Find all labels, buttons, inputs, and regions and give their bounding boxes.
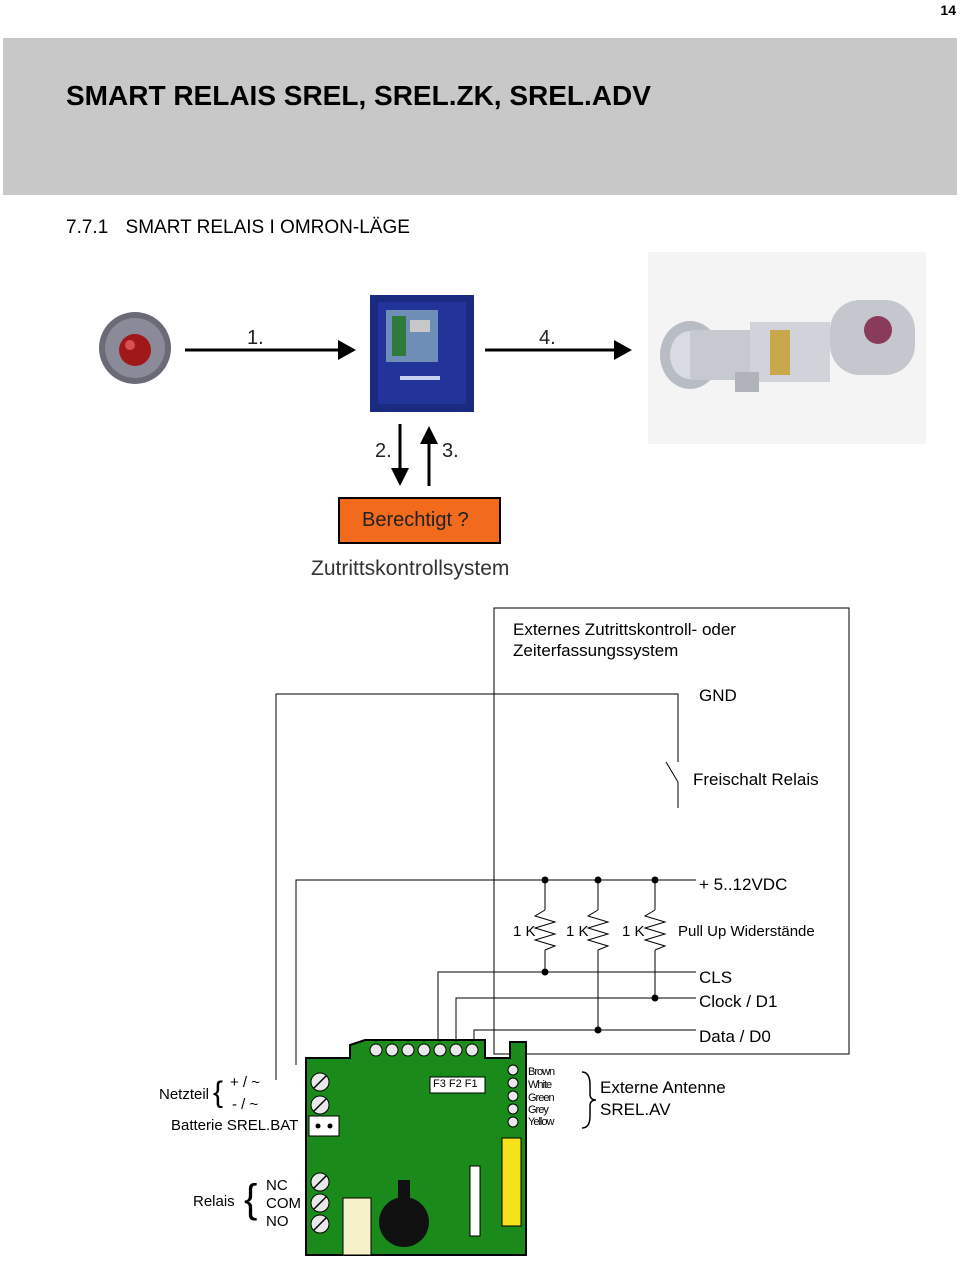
relay-board (305, 1039, 527, 1256)
antenna-label-1: Externe Antenne (600, 1078, 726, 1097)
relais-no-label: NO (266, 1213, 289, 1230)
power-minus-label: - / ~ (232, 1096, 259, 1113)
antenna-label-2: SREL.AV (600, 1100, 671, 1119)
relais-brace: { (244, 1177, 258, 1221)
battery-label: Batterie SREL.BAT (171, 1117, 299, 1134)
clock-label: Clock / D1 (699, 992, 778, 1011)
step-4-label: 4. (539, 327, 556, 349)
relais-label: Relais (193, 1193, 235, 1210)
page-number: 14 (940, 2, 956, 18)
section-number: 7.7.1 (66, 217, 109, 238)
antenna-brace (581, 1071, 597, 1129)
wire-grey-label: Grey (528, 1104, 549, 1116)
gnd-label: GND (699, 686, 737, 705)
power-plus-label: + / ~ (230, 1074, 261, 1091)
system-label: Zutrittskontrollsystem (311, 557, 510, 580)
pullup-label: Pull Up Widerstände (678, 923, 815, 940)
netzteil-brace: { (213, 1076, 224, 1109)
remote-fob-icon (99, 312, 171, 384)
arrow-step-4-icon (485, 340, 632, 360)
external-system-title-2: Zeiterfassungssystem (513, 641, 679, 660)
resistor-label-3: 1 K (622, 923, 645, 940)
relais-nc-label: NC (266, 1177, 288, 1194)
supply-label: + 5..12VDC (699, 875, 788, 894)
step-1-label: 1. (247, 327, 264, 349)
external-system-box (493, 607, 850, 1055)
header-band (3, 38, 957, 195)
step-2-label: 2. (375, 440, 392, 462)
step-3-label: 3. (442, 440, 459, 462)
section-heading: 7.7.1 SMART RELAIS I OMRON-LÄGE (66, 217, 410, 239)
netzteil-label: Netzteil (159, 1086, 210, 1103)
resistor-label-2: 1 K (566, 923, 589, 940)
wire-brown-label: Brown (528, 1066, 555, 1078)
relais-com-label: COM (266, 1195, 301, 1212)
wire-green-label: Green (528, 1092, 555, 1104)
resistor-label-1: 1 K (513, 923, 536, 940)
cls-label: CLS (699, 968, 733, 987)
wires (275, 693, 696, 1080)
arrow-step-2-icon (391, 424, 409, 486)
reader-device-icon (370, 295, 474, 412)
data-label: Data / D0 (699, 1027, 771, 1046)
external-system-title-1: Externes Zutrittskontroll- oder (513, 620, 736, 639)
arrow-step-1-icon (185, 340, 356, 360)
junction-dots (541, 876, 659, 1034)
lock-cylinder-icon (648, 252, 926, 444)
berechtigt-box (338, 497, 501, 544)
wire-yellow-label: Yellow (528, 1116, 554, 1128)
fuse-label: F3 F2 F1 (433, 1078, 478, 1090)
section-title: SMART RELAIS I OMRON-LÄGE (125, 217, 410, 238)
wire-white-label: White (528, 1079, 552, 1091)
berechtigt-label: Berechtigt ? (362, 509, 469, 531)
page-title: SMART RELAIS SREL, SREL.ZK, SREL.ADV (66, 80, 651, 111)
arrow-step-3-icon (420, 426, 438, 486)
freischalt-relais-label: Freischalt Relais (693, 770, 819, 789)
